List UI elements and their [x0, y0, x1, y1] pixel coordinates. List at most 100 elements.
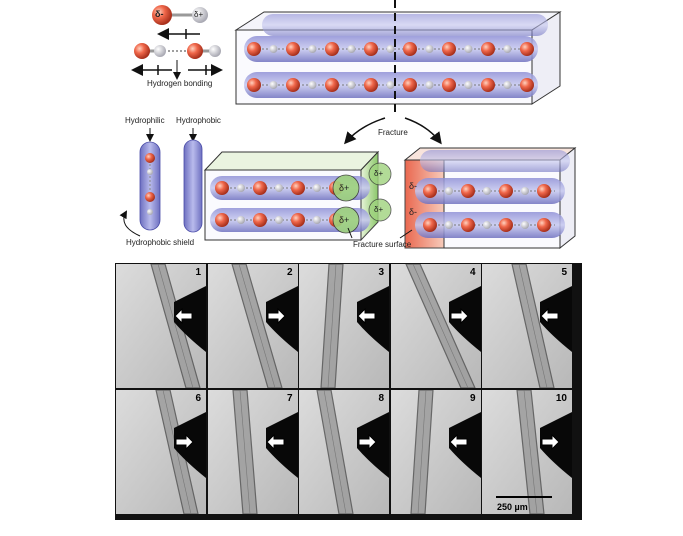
delta-plus-face-1: δ+ — [339, 183, 350, 193]
oxygen-atom — [537, 218, 551, 232]
hydrogen-atom — [445, 187, 453, 195]
hydrogen-atom — [237, 216, 245, 224]
delta-plus-face-2: δ+ — [339, 215, 350, 225]
oxygen-atom — [247, 78, 261, 92]
direction-arrow-icon — [541, 433, 560, 450]
fiber-axis — [239, 389, 250, 514]
schematic-diagram: δ- δ+ Hydrogen bonding Hydrophilic Hydro… — [0, 0, 683, 262]
delta-minus-label: δ- — [155, 9, 164, 19]
panel-number: 9 — [469, 392, 476, 404]
delta-minus-face-1: δ- — [409, 181, 418, 191]
oxygen-atom — [403, 42, 417, 56]
hydrogen-atom — [445, 221, 453, 229]
delta-plus-face-3: δ+ — [374, 169, 384, 178]
hydrogen-atom — [386, 81, 395, 89]
oxygen-atom — [423, 184, 437, 198]
hydrogen-atom — [308, 81, 317, 89]
oxygen-atom — [364, 78, 378, 92]
delta-plus-face-4: δ+ — [374, 205, 384, 214]
hydrogen-atom — [464, 45, 473, 53]
hydrogen-atom — [483, 221, 491, 229]
delta-minus-face-2: δ- — [409, 207, 418, 217]
hydrogen-atom — [521, 221, 529, 229]
oxygen-atom — [461, 218, 475, 232]
hydrogen-atom — [503, 45, 512, 53]
fractured-block-left — [203, 150, 392, 242]
fiber-axis — [157, 264, 194, 388]
hydrogen-bonding-label: Hydrogen bonding — [147, 79, 213, 88]
fiber-axis — [518, 264, 548, 388]
hydrogen-atom — [269, 45, 278, 53]
scale-bar — [496, 496, 552, 498]
oxygen-atom — [364, 42, 378, 56]
direction-arrow-icon — [265, 433, 284, 450]
hydrophobic-tube — [183, 128, 203, 233]
oxygen-atom — [325, 42, 339, 56]
hydrogen-atom — [347, 45, 356, 53]
oxygen-atom — [286, 78, 300, 92]
fiber-axis — [412, 264, 468, 388]
fiber-axis — [523, 389, 538, 514]
micrograph-panel-10: 10 — [482, 389, 572, 514]
oxygen-atom — [499, 218, 513, 232]
oxygen-atom — [481, 78, 495, 92]
oxygen-atom — [499, 184, 513, 198]
oxygen-atom — [325, 78, 339, 92]
panel-number: 4 — [469, 267, 476, 278]
direction-arrow-icon — [175, 433, 194, 450]
oxygen-atom — [537, 184, 551, 198]
direction-arrow-icon — [450, 307, 469, 325]
oxygen-atom — [442, 78, 456, 92]
oxygen-atom — [520, 78, 534, 92]
oxygen-atom — [253, 181, 267, 195]
direction-arrow-icon — [174, 307, 193, 325]
oxygen-atom — [423, 218, 437, 232]
micrograph-panel-7: 7 — [207, 389, 298, 514]
fiber-bundle-block — [234, 0, 562, 112]
fiber-axis — [323, 389, 347, 514]
oxygen-atom — [247, 42, 261, 56]
direction-arrow-icon — [358, 433, 377, 450]
panel-number: 7 — [286, 392, 293, 404]
hydrophobic-label: Hydrophobic — [176, 116, 221, 125]
scale-bar-label: 250 µm — [497, 502, 528, 512]
molecule-dimer — [152, 5, 208, 40]
panel-number: 6 — [195, 392, 201, 404]
hydrogen-atom — [313, 216, 321, 224]
oxygen-atom — [291, 213, 305, 227]
fiber-axis — [162, 389, 192, 514]
hydrogen-atom — [237, 184, 245, 192]
micrograph-panel-9: 9 — [390, 389, 481, 514]
oxygen-atom — [286, 42, 300, 56]
hydrogen-atom — [425, 81, 434, 89]
hydrophilic-tube — [139, 128, 161, 231]
fiber-axis — [327, 264, 337, 388]
fracture-surface-label: Fracture surface — [353, 240, 412, 249]
oxygen-atom — [442, 42, 456, 56]
panel-number: 1 — [195, 267, 201, 278]
panel-number: 8 — [378, 392, 384, 404]
direction-arrow-icon — [448, 433, 467, 450]
direction-arrow-icon — [540, 307, 559, 325]
micrograph-panel-6: 6 — [116, 389, 206, 514]
oxygen-atom — [215, 213, 229, 227]
panel-number: 5 — [561, 267, 567, 278]
hydrogen-atom — [313, 184, 321, 192]
oxygen-atom — [253, 213, 267, 227]
hydrogen-atom — [275, 216, 283, 224]
hydrogen-atom — [483, 187, 491, 195]
oxygen-atom — [291, 181, 305, 195]
micrograph-panel-4: 4 — [390, 264, 481, 388]
direction-arrow-icon — [357, 307, 376, 325]
fracture-arrows — [344, 117, 442, 145]
hydrogen-atom — [425, 45, 434, 53]
panel-number: 3 — [378, 267, 384, 278]
delta-plus-label: δ+ — [194, 10, 204, 19]
hydrogen-atom — [386, 45, 395, 53]
fiber-axis — [238, 264, 275, 388]
micrograph-panel-3: 3 — [299, 264, 389, 388]
fractured-block-right — [403, 146, 577, 250]
hydrogen-atom — [308, 45, 317, 53]
hydrophobic-shield-label: Hydrophobic shield — [126, 238, 195, 247]
